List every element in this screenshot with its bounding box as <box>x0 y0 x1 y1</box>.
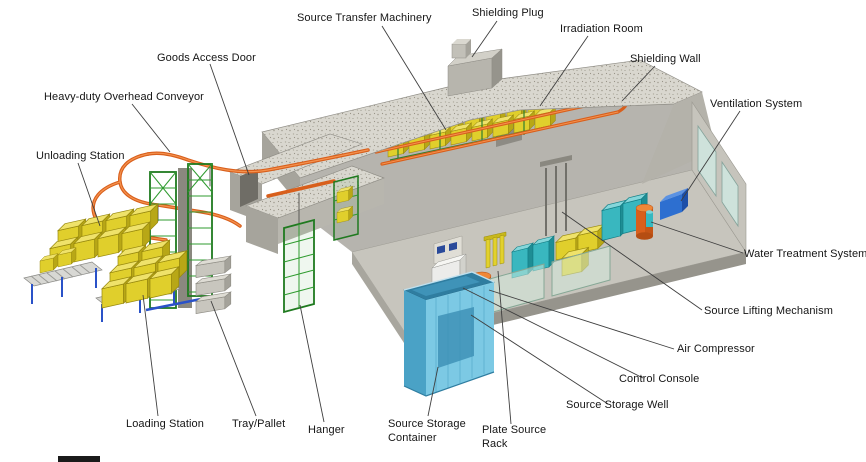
leader-line <box>680 110 741 202</box>
leader-line <box>488 289 675 350</box>
leader-line <box>621 65 656 102</box>
glass-partitions <box>485 245 611 315</box>
leader-line <box>471 20 498 58</box>
leader-line <box>210 300 257 417</box>
leader-line <box>650 221 744 254</box>
leader-line <box>539 35 589 107</box>
leader-line <box>497 270 512 425</box>
leader-line <box>427 366 439 417</box>
console-screen <box>437 245 445 254</box>
source-lifting-mechanism-rods <box>540 155 572 236</box>
window-pane <box>721 160 739 228</box>
dark-edge-artifact <box>58 456 100 462</box>
leader-line <box>209 63 250 176</box>
leader-lines <box>77 20 744 425</box>
plate-source-rack-plates <box>483 231 507 269</box>
ventilation-unit <box>646 188 688 227</box>
leader-line <box>299 304 325 423</box>
unloading-roller-conveyor <box>23 247 103 304</box>
leader-line <box>561 211 703 311</box>
leader-line <box>77 162 101 227</box>
goods-access-door-opening <box>240 169 258 207</box>
hanging-carriers <box>283 175 359 314</box>
source-storage-pool <box>403 271 495 397</box>
leader-line <box>381 25 447 131</box>
leader-line <box>470 314 609 405</box>
right-wall-wing <box>642 92 747 254</box>
leader-line <box>462 287 644 379</box>
tray-pallet-stack <box>195 255 232 314</box>
console-screen <box>449 242 457 251</box>
shielding-plug-block <box>447 39 503 97</box>
loading-station-boxes <box>95 250 188 322</box>
leader-line <box>131 103 171 153</box>
irradiation-room-interior <box>300 104 700 252</box>
leader-line <box>142 294 159 417</box>
